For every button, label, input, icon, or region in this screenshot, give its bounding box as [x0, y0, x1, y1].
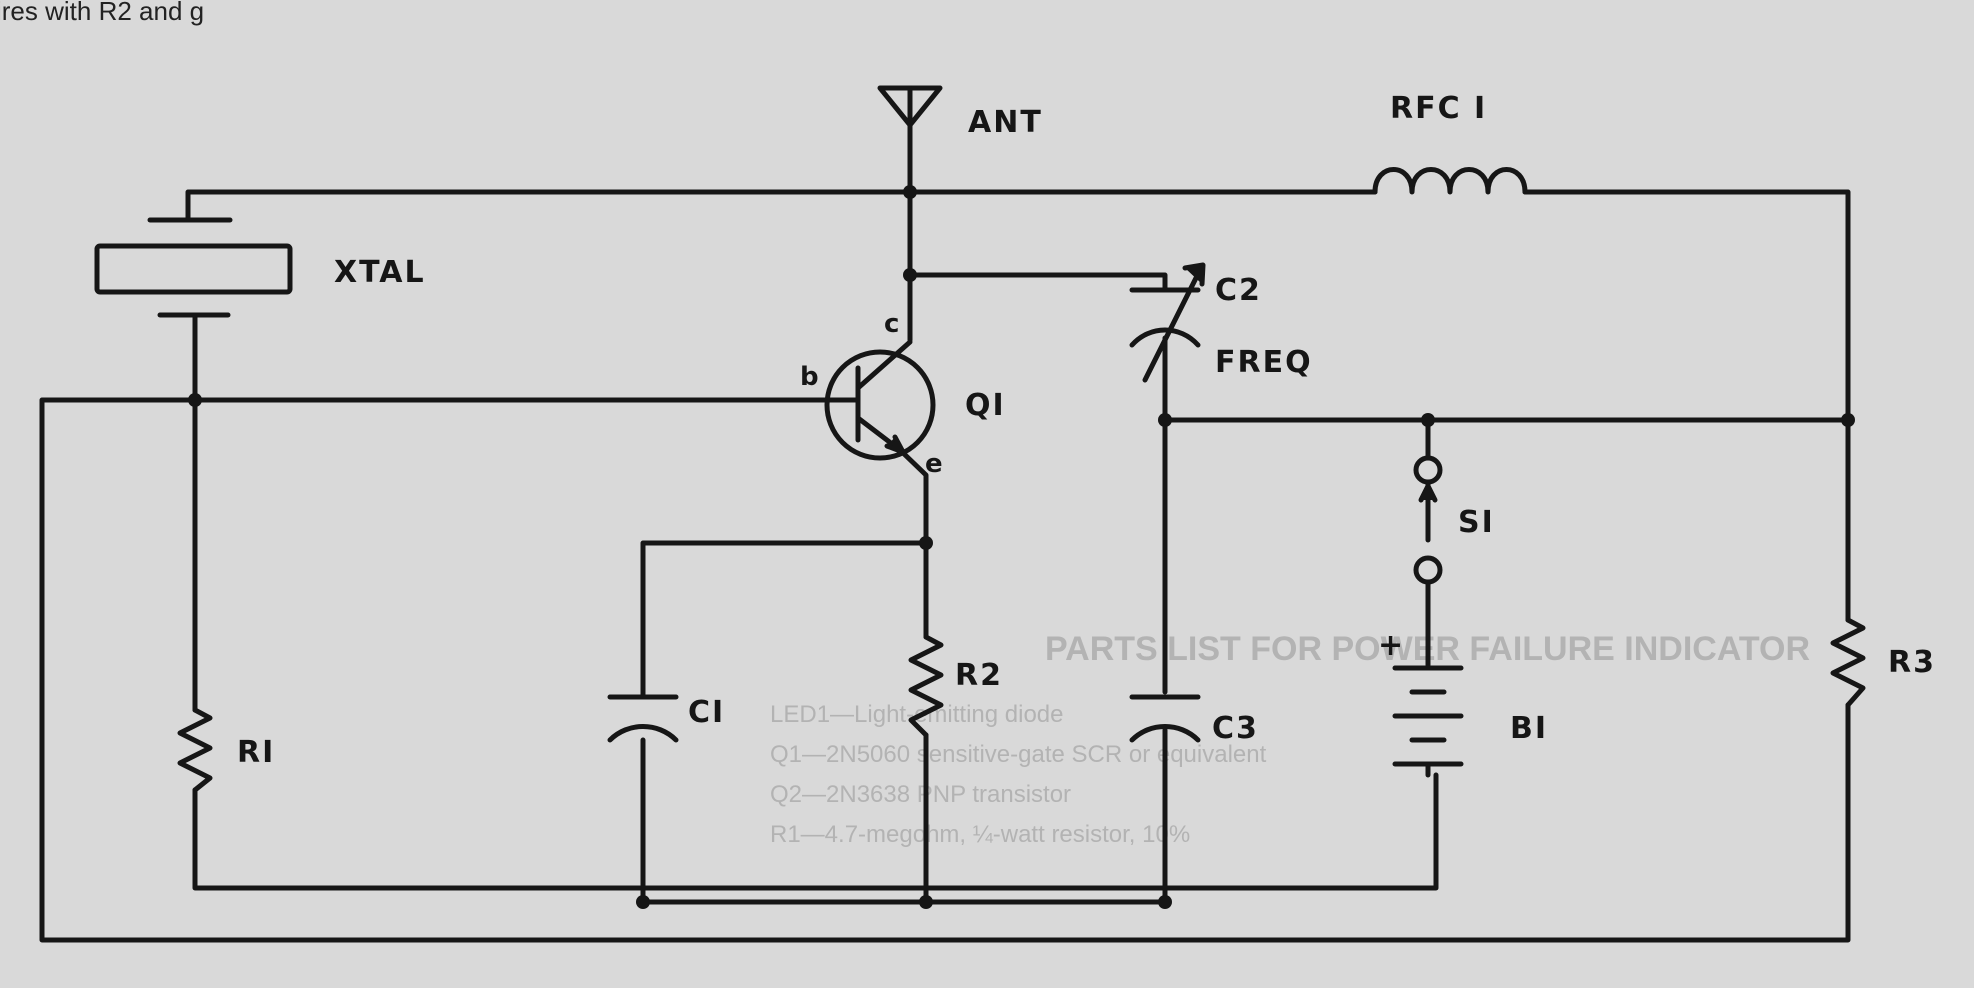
label-xtal: XTAL	[334, 255, 426, 290]
label-c2: C2	[1215, 273, 1262, 308]
wires	[39, 117, 1851, 943]
wire-top-rail	[185, 189, 1378, 223]
label-freq: FREQ	[1215, 345, 1313, 380]
label-s1: SI	[1458, 505, 1495, 540]
junction-dot	[919, 536, 933, 550]
junction-dot	[903, 268, 917, 282]
junctions	[188, 185, 1855, 909]
label-emitter: e	[925, 449, 943, 479]
antenna-symbol	[877, 85, 943, 128]
label-collector: c	[884, 309, 899, 339]
rfc1-inductor	[1372, 167, 1528, 195]
r2-resistor	[908, 634, 944, 738]
label-rfc1: RFC I	[1390, 91, 1487, 126]
junction-dot	[188, 393, 202, 407]
label-r3: R3	[1888, 645, 1936, 680]
junction-dot	[919, 895, 933, 909]
s1-switch	[1413, 455, 1443, 585]
label-battery-plus: +	[1378, 628, 1405, 663]
junction-dot	[1841, 413, 1855, 427]
label-base: b	[800, 362, 819, 392]
wire-emitter	[897, 447, 929, 640]
b1-battery	[1392, 665, 1464, 778]
c1-capacitor	[607, 687, 679, 743]
wire-r1-bottom	[192, 772, 1439, 891]
label-c3: C3	[1212, 711, 1259, 746]
junction-dot	[1421, 413, 1435, 427]
q1-transistor	[817, 339, 936, 461]
background-line: Q2—2N3638 PNP transistor	[770, 781, 1071, 808]
label-r1: RI	[237, 735, 275, 770]
xtal-crystal	[94, 217, 293, 318]
junction-dot	[1158, 413, 1172, 427]
wire-c1-branch	[640, 540, 929, 693]
background-line: Q1—2N5060 sensitive-gate SCR or equivale…	[770, 741, 1267, 768]
c3-capacitor	[1129, 694, 1201, 743]
component-labels: ANT RFC I XTAL C2 FREQ c b e QI SI + BI …	[237, 91, 1936, 770]
r1-resistor	[177, 707, 213, 793]
r3-resistor	[1830, 617, 1866, 708]
label-c1: CI	[688, 695, 725, 730]
label-b1: BI	[1510, 711, 1548, 746]
page-header-fragment: ires with R2 and g	[0, 0, 204, 26]
c2-variable-capacitor	[1129, 262, 1206, 383]
label-ant: ANT	[968, 105, 1043, 140]
wire-c1-bottom	[640, 732, 1168, 905]
wire-top-right	[1522, 189, 1851, 623]
label-r2: R2	[955, 658, 1003, 693]
background-line: R1—4.7-megohm, ¼-watt resistor, 10%	[770, 821, 1190, 848]
wire-r3-bottom	[39, 397, 1851, 943]
label-q1: QI	[965, 388, 1006, 423]
junction-dot	[636, 895, 650, 909]
junction-dot	[903, 185, 917, 199]
wire-collector-c2	[907, 272, 1168, 293]
junction-dot	[1158, 895, 1172, 909]
